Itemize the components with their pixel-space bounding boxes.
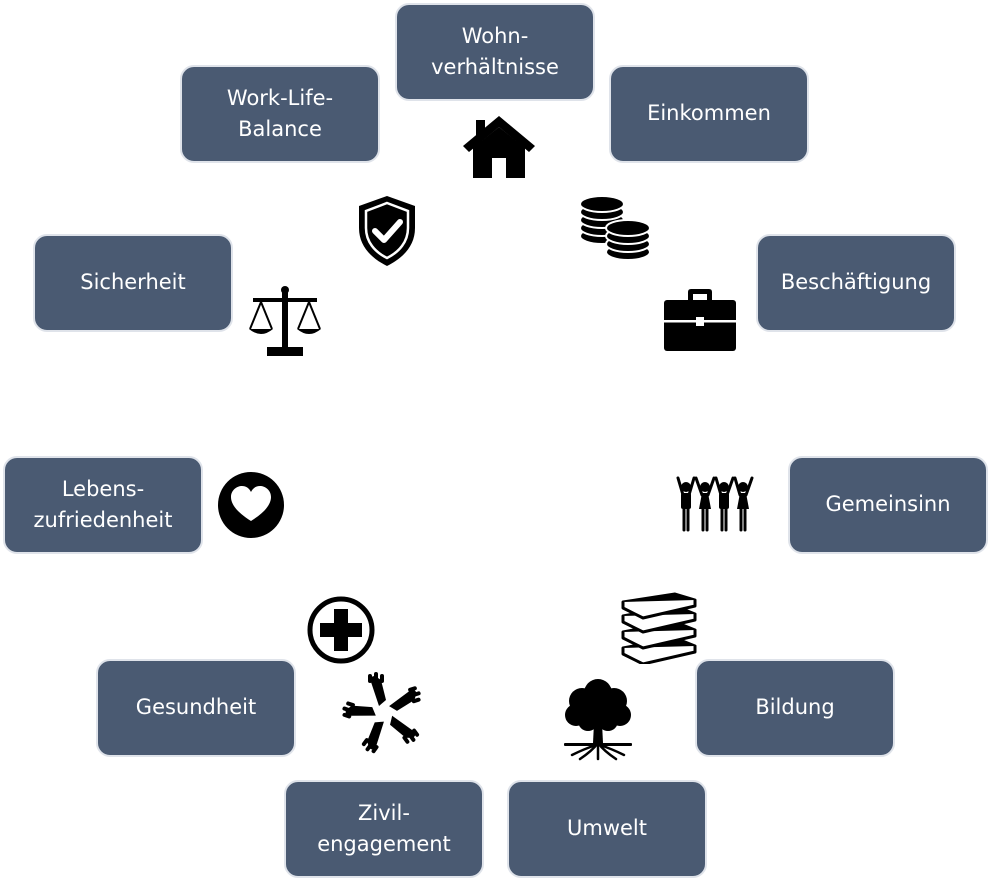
heart-icon bbox=[217, 471, 285, 539]
books-icon bbox=[619, 592, 699, 664]
topic-einkommen: Einkommen bbox=[609, 65, 809, 163]
hands-circle-icon bbox=[341, 672, 427, 754]
medical-cross-icon bbox=[306, 595, 376, 665]
topic-gemeinsinn: Gemeinsinn bbox=[788, 456, 988, 554]
people-group-icon bbox=[676, 475, 754, 533]
topic-umwelt: Umwelt bbox=[507, 780, 707, 878]
topic-lebenszufriedenheit: Lebens- zufriedenheit bbox=[3, 456, 203, 554]
briefcase-icon bbox=[663, 288, 737, 352]
scales-icon bbox=[247, 285, 323, 359]
topic-sicherheit: Sicherheit bbox=[33, 234, 233, 332]
house-icon bbox=[461, 112, 537, 180]
topic-wohnverhaeltnisse: Wohn- verhältnisse bbox=[395, 3, 595, 101]
coins-icon bbox=[574, 192, 656, 262]
topic-gesundheit: Gesundheit bbox=[96, 659, 296, 757]
shield-check-icon bbox=[355, 194, 419, 268]
topic-beschaeftigung: Beschäftigung bbox=[756, 234, 956, 332]
topic-zivilengagement: Zivil- engagement bbox=[284, 780, 484, 878]
topic-work-life-balance: Work-Life- Balance bbox=[180, 65, 380, 163]
topic-bildung: Bildung bbox=[695, 659, 895, 757]
tree-icon bbox=[562, 677, 634, 761]
